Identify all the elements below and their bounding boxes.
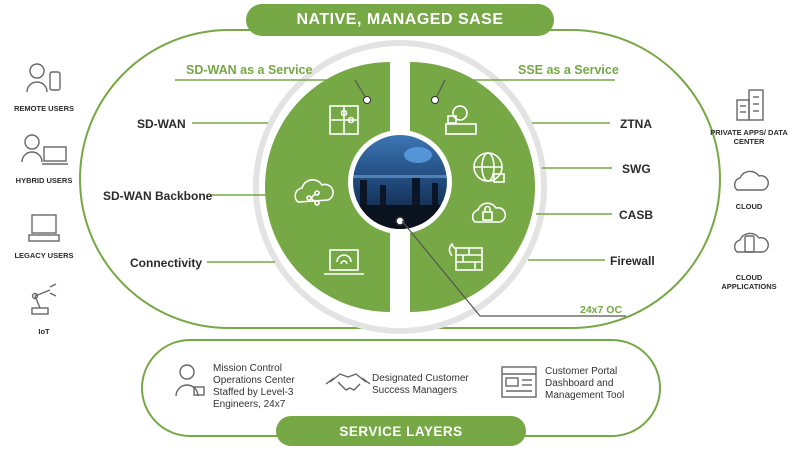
legacy-computer-icon: [28, 214, 60, 242]
label-legacy-users: LEGACY USERS: [14, 251, 74, 260]
cloud-lock-icon: [471, 202, 507, 223]
item-casb: CASB: [619, 208, 654, 222]
puzzle-icon: [329, 105, 359, 135]
item-sd-wan: SD-WAN: [137, 117, 186, 131]
left-title-dot: [363, 96, 371, 104]
item-ztna: ZTNA: [620, 117, 652, 131]
cloud-phone-icon: [734, 232, 769, 253]
right-segment: [410, 62, 535, 312]
footer-title: SERVICE LAYERS: [276, 416, 526, 446]
label-iot: IoT: [38, 327, 50, 336]
item-sd-wan-backbone: SD-WAN Backbone: [103, 189, 213, 203]
user-lock-icon: [445, 105, 477, 135]
right-segment-title: SSE as a Service: [518, 63, 619, 77]
item-swg: SWG: [622, 162, 651, 176]
cloud-network-icon: [294, 179, 334, 206]
item-connectivity: Connectivity: [130, 256, 203, 270]
service-mission-control: Mission Control Operations Center Staffe…: [213, 363, 295, 410]
right-title-dot: [431, 96, 439, 104]
connector-lines: [175, 79, 615, 263]
left-segment-title: SD-WAN as a Service: [186, 63, 313, 77]
service-success-managers: Designated Customer Success Managers: [372, 373, 469, 396]
item-firewall: Firewall: [610, 254, 655, 268]
remote-user-icon: [26, 63, 61, 93]
center-dot: [395, 216, 405, 226]
header-title: NATIVE, MANAGED SASE: [246, 4, 554, 36]
service-customer-portal: Customer Portal Dashboard and Management…: [545, 366, 625, 401]
dashboard-icon: [501, 366, 537, 398]
building-icon: [736, 89, 764, 121]
hybrid-user-icon: [21, 134, 68, 165]
laptop-wifi-icon: [324, 249, 364, 275]
label-hybrid-users: HYBRID USERS: [15, 176, 73, 185]
label-cloud: CLOUD: [735, 202, 763, 211]
handshake-icon: [325, 373, 371, 391]
globe-lock-icon: [473, 152, 505, 183]
operator-icon: [175, 364, 205, 397]
cloud-icon: [734, 170, 769, 191]
operations-label: 24x7 OC: [580, 304, 623, 316]
firewall-icon: [448, 242, 483, 271]
label-remote-users: REMOTE USERS: [13, 104, 74, 113]
robot-arm-icon: [31, 283, 57, 315]
label-cloud-applications: CLOUD APPLICATIONS: [721, 273, 777, 291]
label-private-apps: PRIVATE APPS/ DATA CENTER: [710, 128, 788, 146]
